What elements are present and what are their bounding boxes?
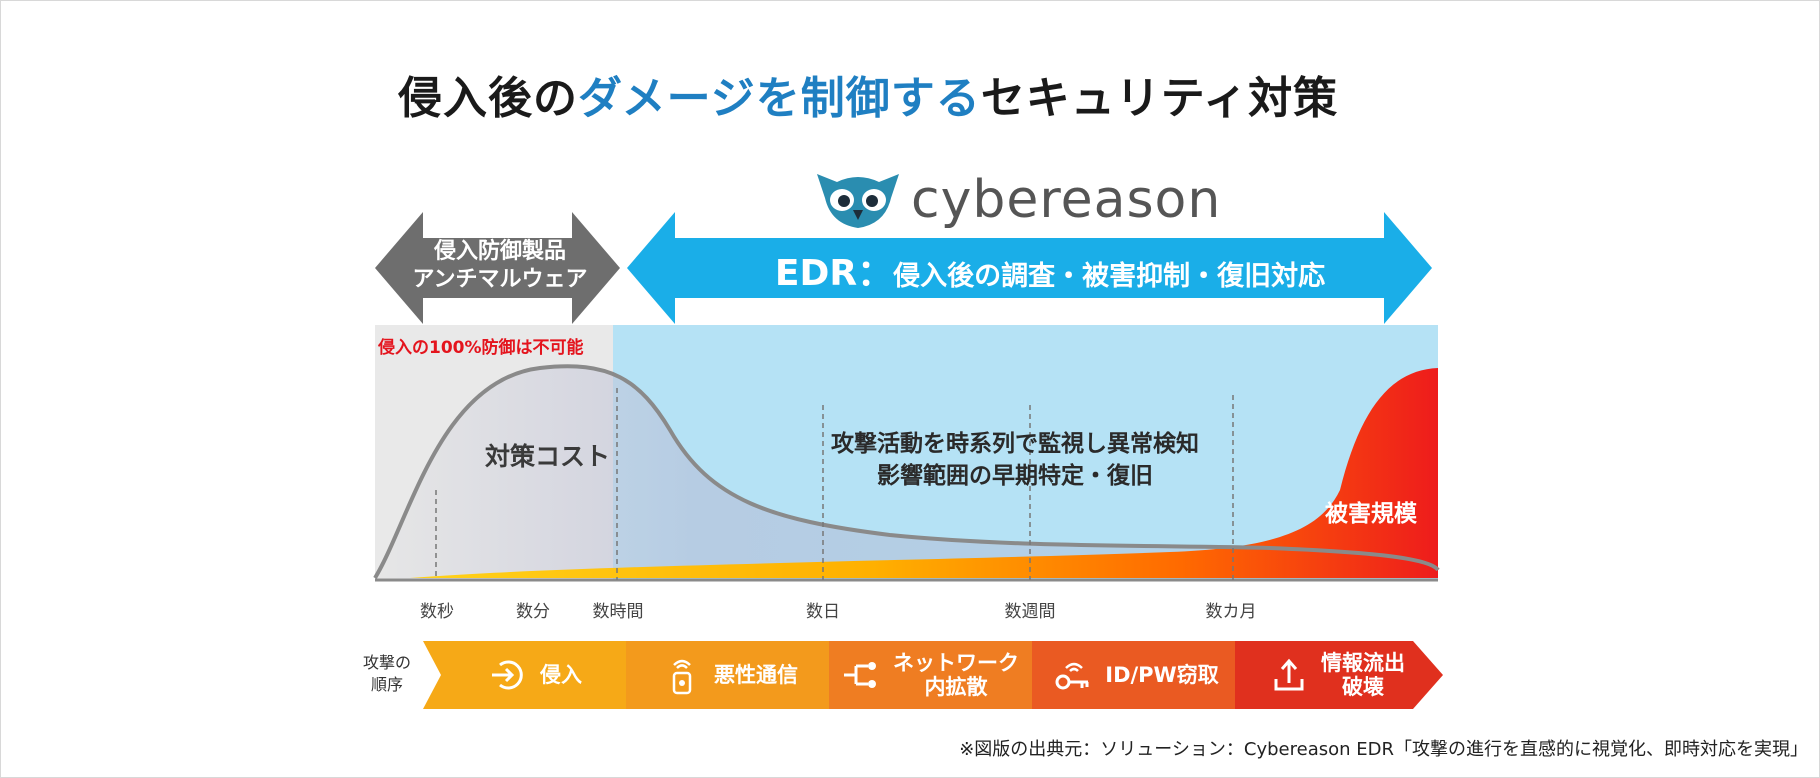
prevention-label: 侵入防御製品 アンチマルウェア [412,239,588,292]
tick-label: 数週間 [1004,602,1056,622]
attack-sequence-bar [423,641,1443,709]
attack-sequence-label: 攻撃の 順序 [362,653,411,694]
stage-lateral-movement: ネットワーク内拡散 [830,641,1030,709]
damage-label: 被害規模 [1325,501,1417,527]
edr-description: 攻撃活動を時系列で監視し異常検知 影響範囲の早期特定・復旧 [831,431,1199,489]
stage-label: 悪性通信 [714,663,798,687]
stage-label: ID/PW窃取 [1105,663,1219,687]
upload-icon [1269,655,1309,695]
stage-label: 侵入 [540,663,582,687]
malware-icon [662,655,702,695]
network-icon [841,655,881,695]
edr-label: EDR：侵入後の調査・被害抑制・復旧対応 [774,253,1326,294]
stage-intrusion: 侵入 [445,641,625,709]
tick-label: 数時間 [592,602,644,622]
tick-label: 数カ月 [1205,602,1257,622]
prevention-arrow [375,212,620,324]
edr-arrow [627,212,1432,324]
tick-label: 数日 [806,602,840,622]
brand-name: cybereason [911,170,1222,230]
stage-label: 情報流出破壊 [1321,651,1405,699]
cost-label: 対策コスト [485,442,611,471]
key-icon [1053,655,1093,695]
prevention-limit-note: 侵入の100%防御は不可能 [378,338,584,358]
owl-icon [817,174,899,228]
stage-credential-theft: ID/PW窃取 [1036,641,1236,709]
stage-malicious-communication: 悪性通信 [630,641,830,709]
brand-logo: cybereason [815,165,1221,235]
stage-label: ネットワーク内拡散 [893,651,1019,699]
tick-label: 数分 [516,602,550,622]
intrusion-icon [488,655,528,695]
source-citation: ※図版の出典元：ソリューション：Cybereason EDR「攻撃の進行を直感的… [959,739,1808,760]
page-title: 侵入後のダメージを制御するセキュリティ対策 [398,73,1339,124]
tick-label: 数秒 [420,602,454,622]
cost-damage-chart [373,325,1440,582]
stage-exfiltration: 情報流出破壊 [1242,641,1432,709]
